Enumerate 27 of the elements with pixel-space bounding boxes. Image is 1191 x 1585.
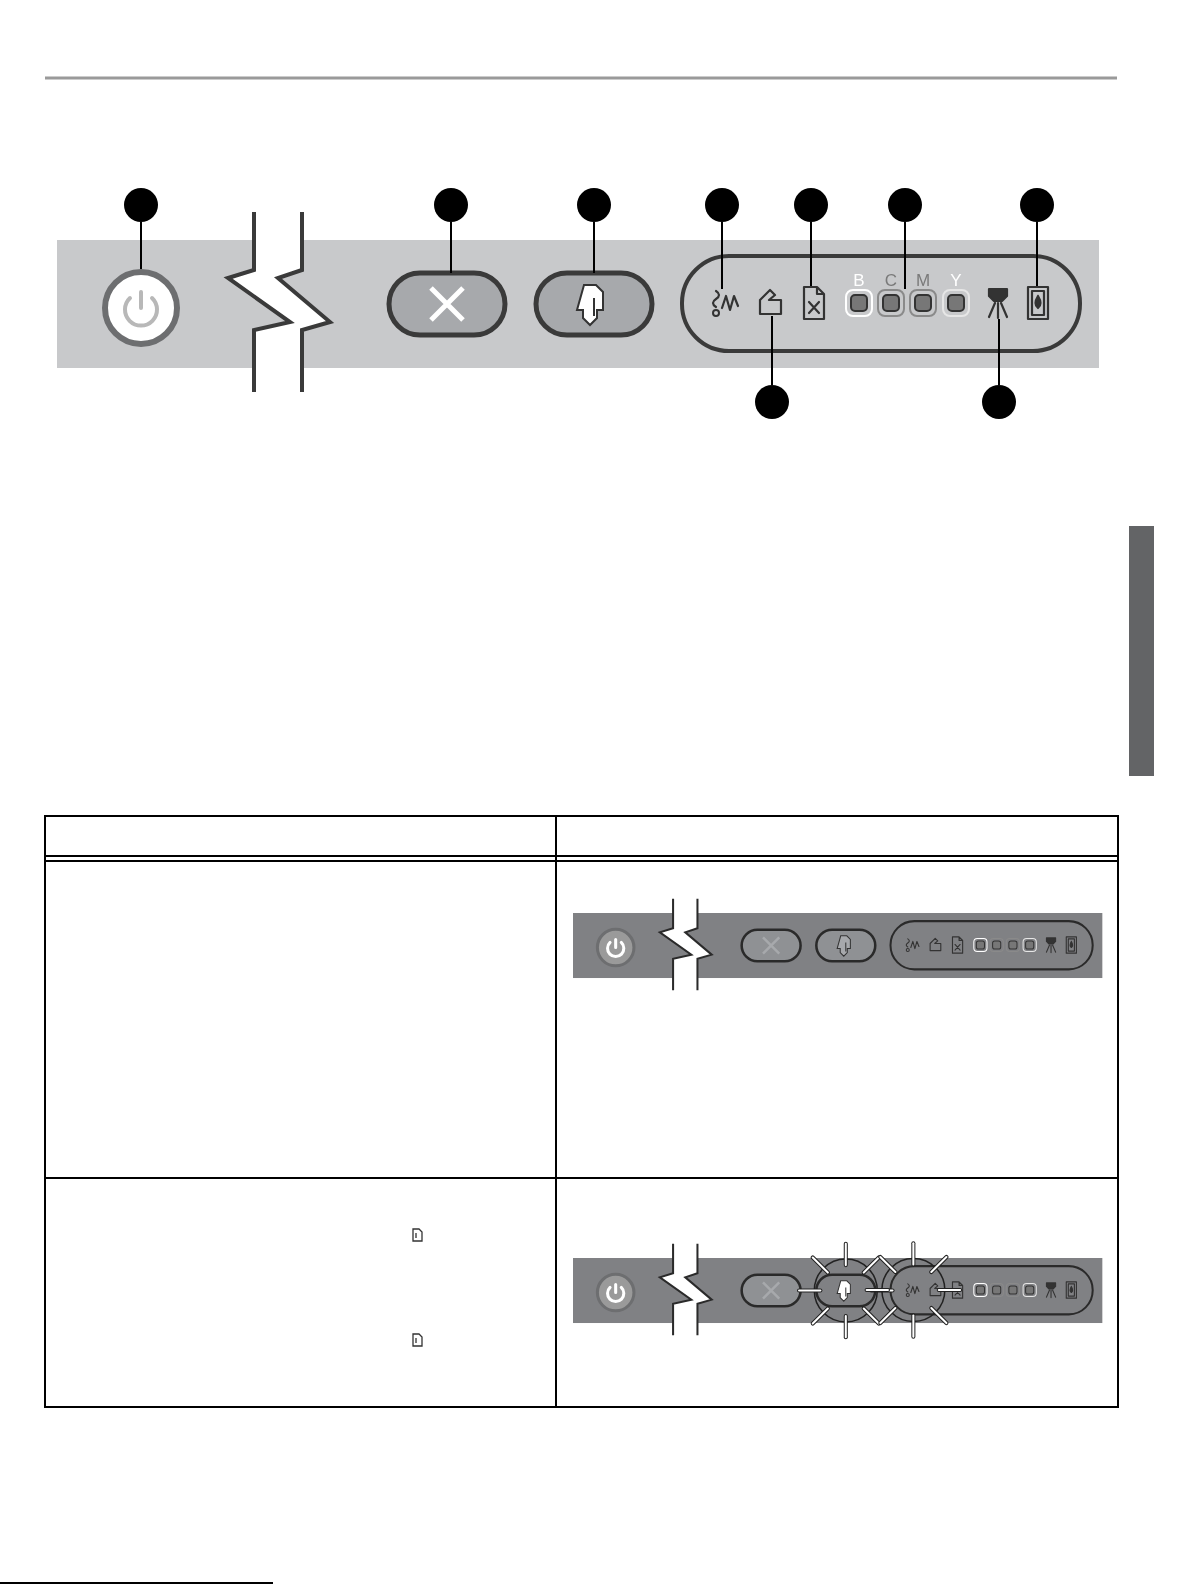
leader-line [810,221,812,287]
leader-line [140,221,142,270]
leader-line [450,221,452,274]
callout-circle [705,188,739,222]
leader-line [593,221,595,274]
leader-line [771,315,773,386]
leader-line [1036,221,1038,287]
ink-cartridge-icon [1026,285,1050,321]
paper-x-icon [802,285,826,321]
callout-circle [888,188,922,222]
callout-circle [755,385,789,419]
leader-line [721,221,723,290]
ink-color-letter: M [915,271,931,289]
leader-line [904,221,906,290]
callout-circle [577,188,611,222]
callout-circle [794,188,828,222]
printhead-icon [987,287,1009,320]
callout-circle [434,188,468,222]
cover-icon [758,288,783,316]
side-tab [1129,526,1154,776]
wave-icon [711,289,740,317]
indicator-lights [845,289,970,317]
callout-circle [124,188,158,222]
callout-circle [982,385,1016,419]
ink-color-letter: C [884,271,898,289]
callout-circle [1020,188,1054,222]
leader-line [998,318,1000,386]
